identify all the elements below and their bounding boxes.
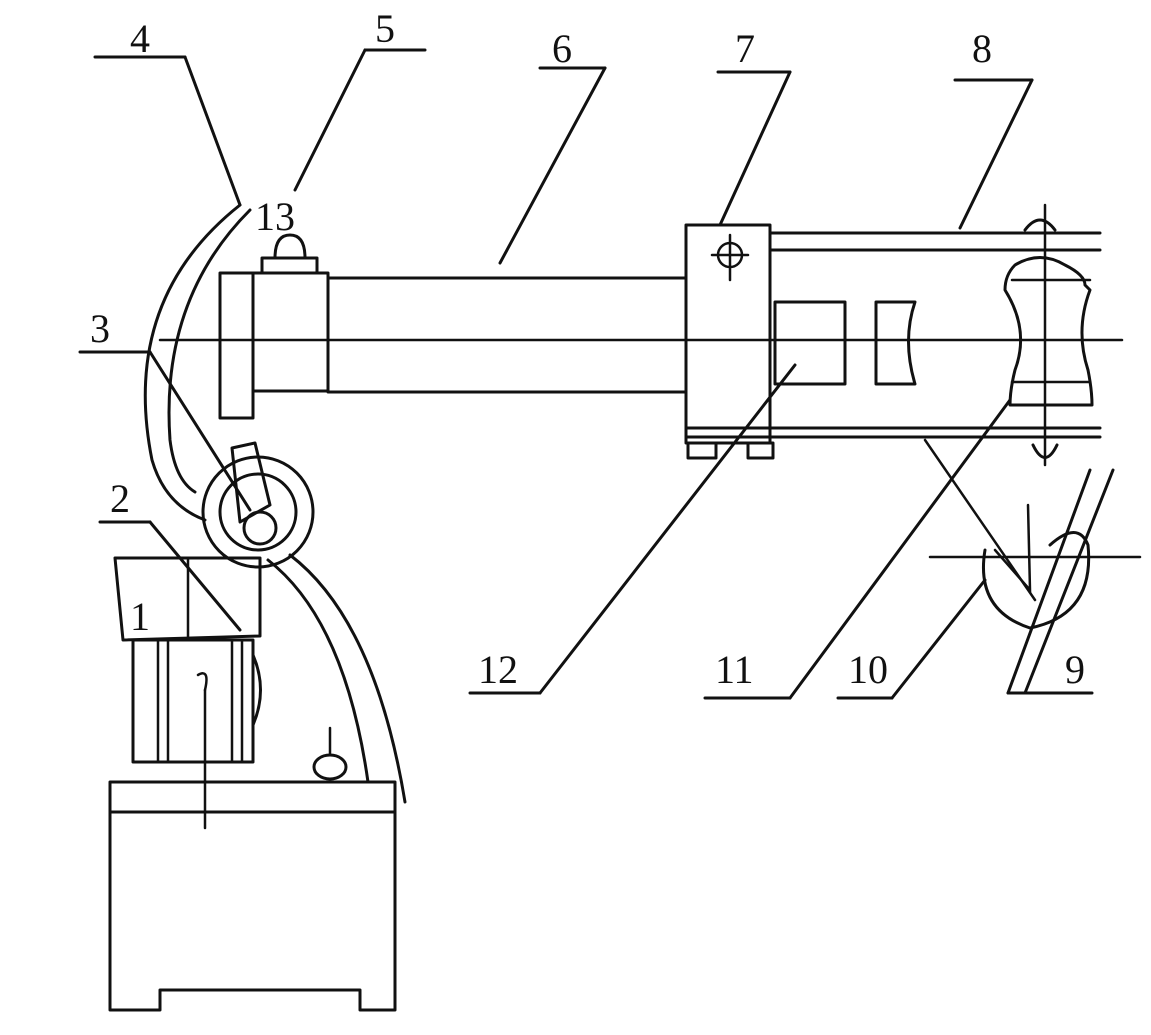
support-column	[266, 553, 407, 804]
wheel-hub	[201, 441, 315, 569]
motor	[131, 638, 262, 830]
coupling	[773, 300, 917, 386]
label-12: 12	[478, 647, 518, 692]
leader-lines	[78, 48, 1115, 700]
label-7: 7	[735, 26, 755, 71]
label-6: 6	[552, 26, 572, 71]
label-5: 5	[375, 6, 395, 51]
label-3: 3	[90, 306, 110, 351]
label-1: 1	[130, 594, 150, 639]
label-4: 4	[130, 16, 150, 61]
arm-shaft	[218, 233, 688, 420]
roller	[1003, 203, 1094, 467]
label-11: 11	[715, 647, 754, 692]
label-9: 9	[1065, 647, 1085, 692]
label-2: 2	[110, 476, 130, 521]
label-8: 8	[972, 26, 992, 71]
label-10: 10	[848, 647, 888, 692]
clamp-block	[684, 223, 775, 460]
reducer	[113, 556, 262, 642]
label-13: 13	[255, 194, 295, 239]
lower-wheel	[923, 438, 1142, 630]
base-cabinet	[108, 780, 397, 1012]
